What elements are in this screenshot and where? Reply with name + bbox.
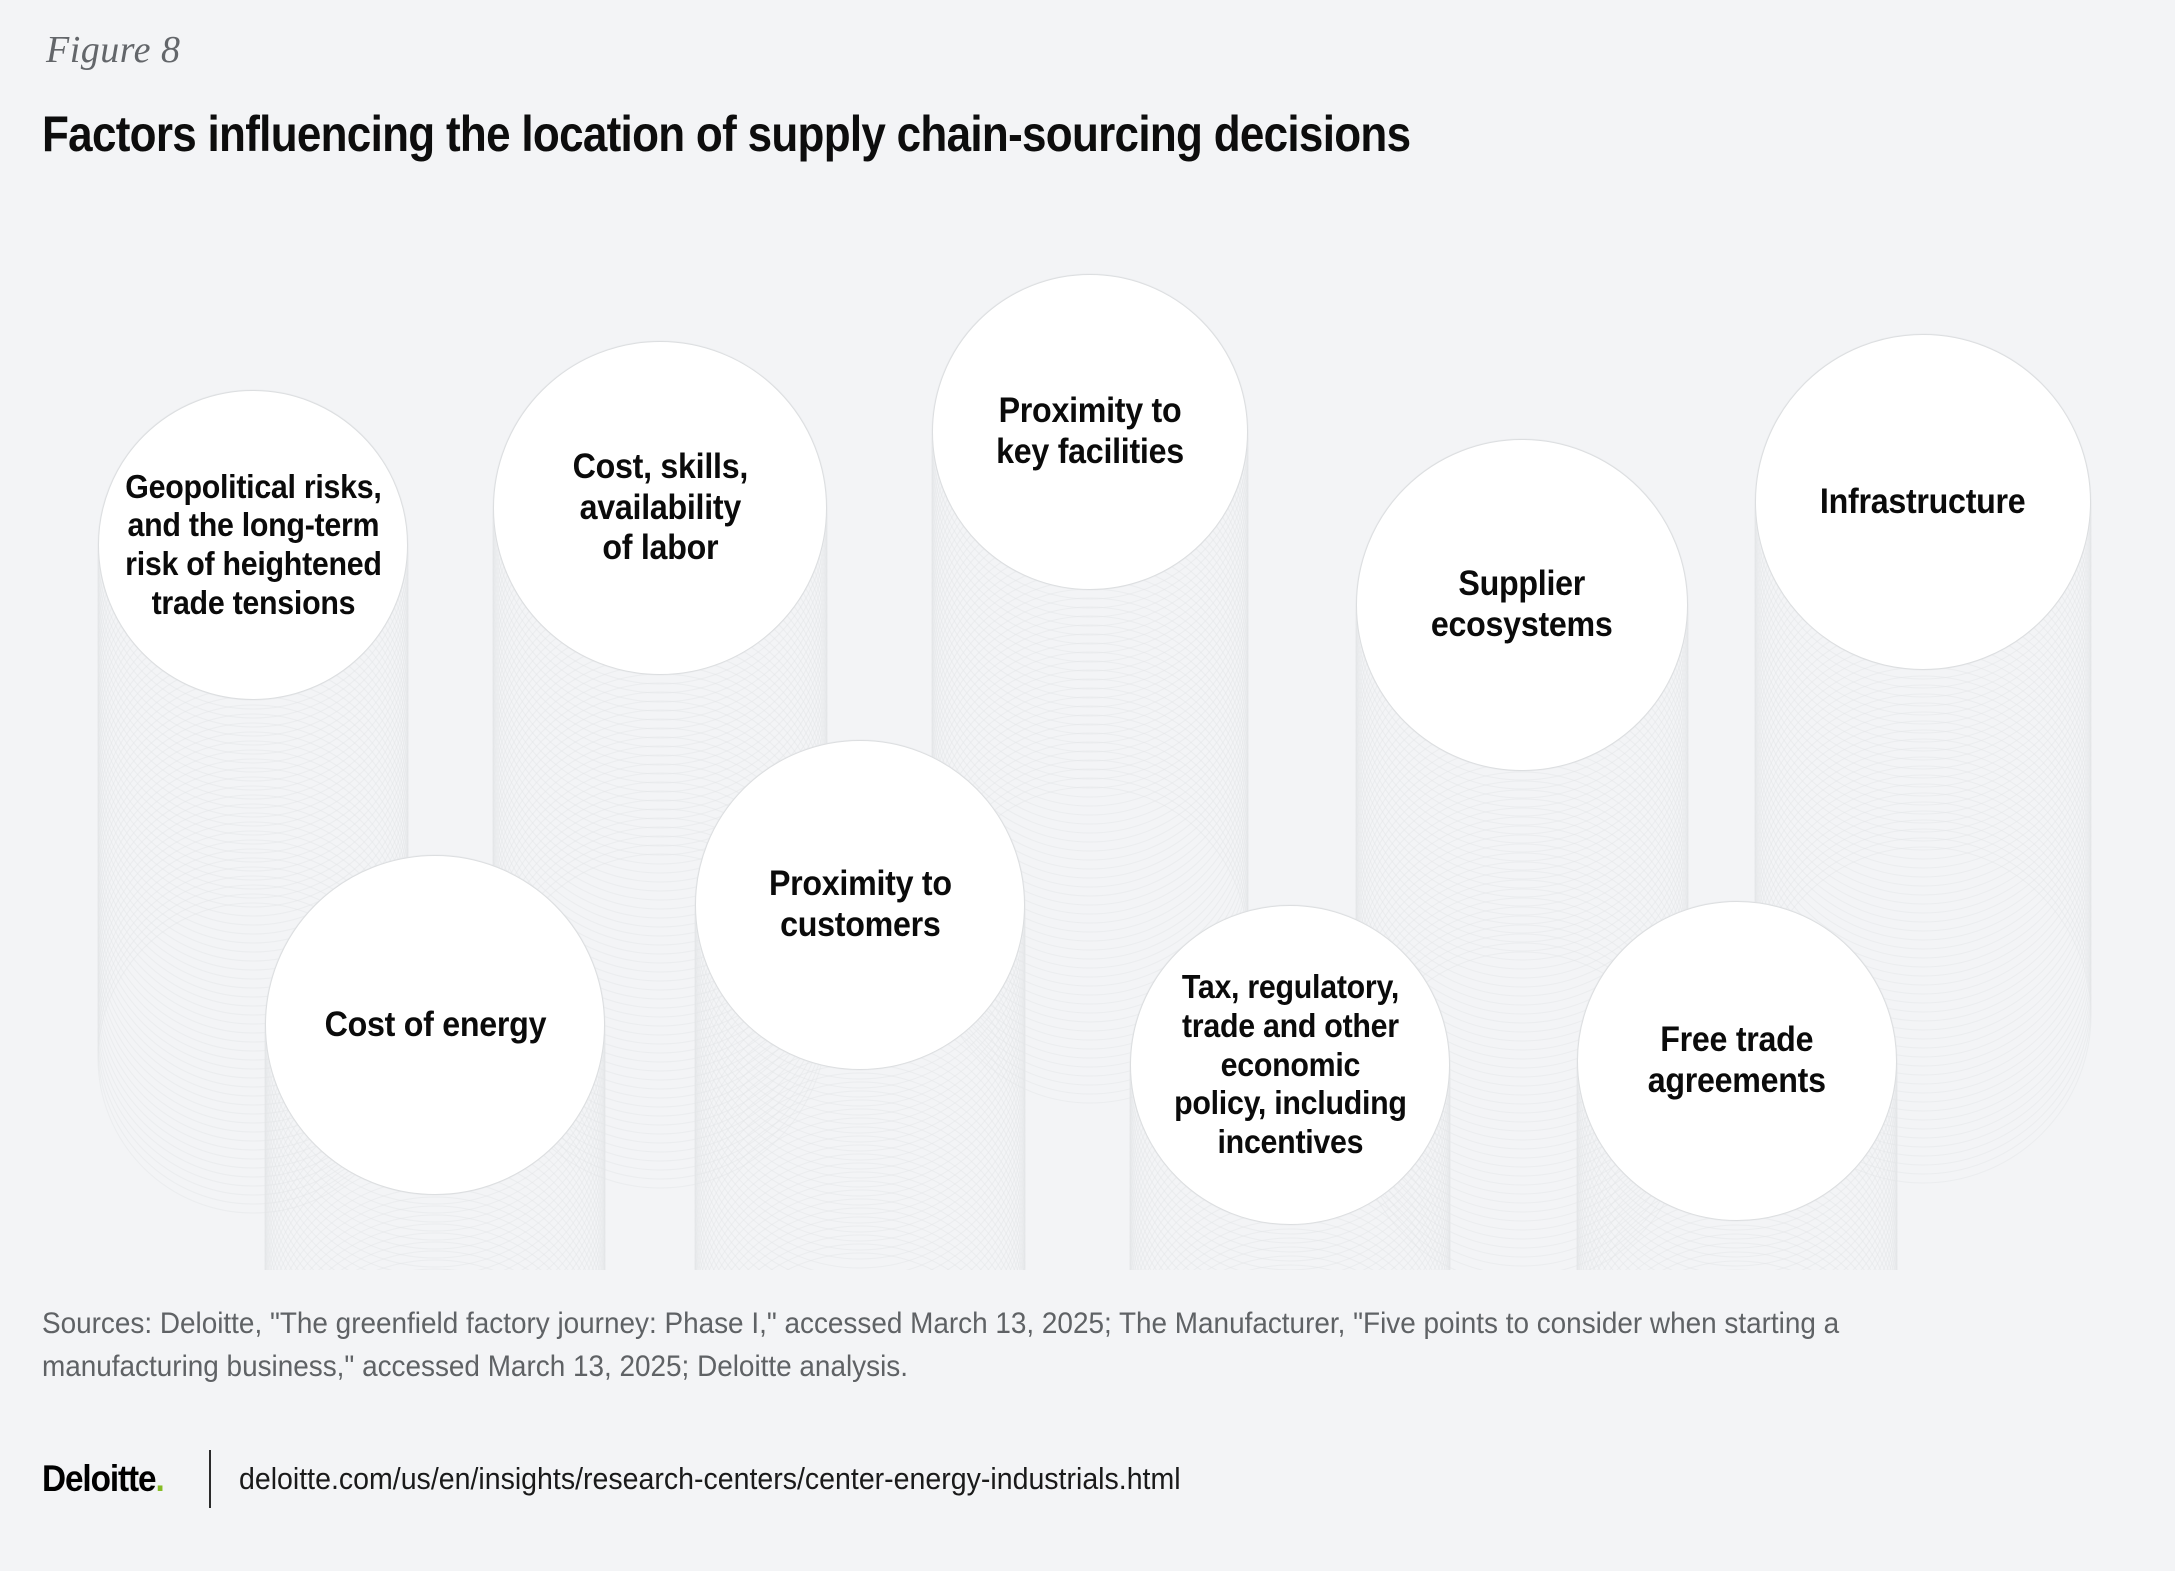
bubble-proximity-customers[interactable]: Proximity to customers bbox=[695, 740, 1025, 1070]
bubble-cost-of-energy[interactable]: Cost of energy bbox=[265, 855, 605, 1195]
bubble-label: Cost of energy bbox=[324, 1004, 546, 1044]
bubble-cost-skills-labor[interactable]: Cost, skills, availability of labor bbox=[493, 341, 827, 675]
bubble-label: Cost, skills, availability of labor bbox=[572, 446, 748, 568]
deloitte-logo-dot: . bbox=[155, 1458, 164, 1499]
footer-bar: Deloitte. deloitte.com/us/en/insights/re… bbox=[42, 1448, 1263, 1510]
footer-divider bbox=[209, 1450, 212, 1508]
bubble-label: Tax, regulatory, trade and other economi… bbox=[1173, 968, 1407, 1160]
bubble-label: Infrastructure bbox=[1820, 481, 2026, 521]
sources-note: Sources: Deloitte, "The greenfield facto… bbox=[42, 1307, 1840, 1383]
deloitte-logo: Deloitte. bbox=[42, 1458, 165, 1500]
bubble-label: Proximity to key facilities bbox=[996, 391, 1184, 471]
bubble-supplier-ecosystems[interactable]: Supplier ecosystems bbox=[1356, 439, 1688, 771]
bubble-free-trade-agreements[interactable]: Free trade agreements bbox=[1577, 901, 1897, 1221]
page-title: Factors influencing the location of supp… bbox=[42, 106, 1411, 162]
bubble-label: Free trade agreements bbox=[1647, 1020, 1826, 1100]
figure-label: Figure 8 bbox=[46, 29, 181, 71]
footer-url[interactable]: deloitte.com/us/en/insights/research-cen… bbox=[239, 1461, 1181, 1496]
bubble-diagram: Geopolitical risks, and the long-term ri… bbox=[0, 175, 2175, 1270]
bubble-label: Geopolitical risks, and the long-term ri… bbox=[124, 467, 382, 621]
bubble-label: Supplier ecosystems bbox=[1431, 564, 1613, 644]
deloitte-logo-name: Deloitte bbox=[42, 1458, 157, 1499]
bubble-geopolitical-risks[interactable]: Geopolitical risks, and the long-term ri… bbox=[98, 390, 408, 700]
bubble-infrastructure[interactable]: Infrastructure bbox=[1755, 334, 2091, 670]
bubble-proximity-key-facilities[interactable]: Proximity to key facilities bbox=[932, 274, 1248, 590]
bubble-label: Proximity to customers bbox=[768, 864, 952, 944]
bubble-tax-regulatory-policy[interactable]: Tax, regulatory, trade and other economi… bbox=[1130, 905, 1450, 1225]
